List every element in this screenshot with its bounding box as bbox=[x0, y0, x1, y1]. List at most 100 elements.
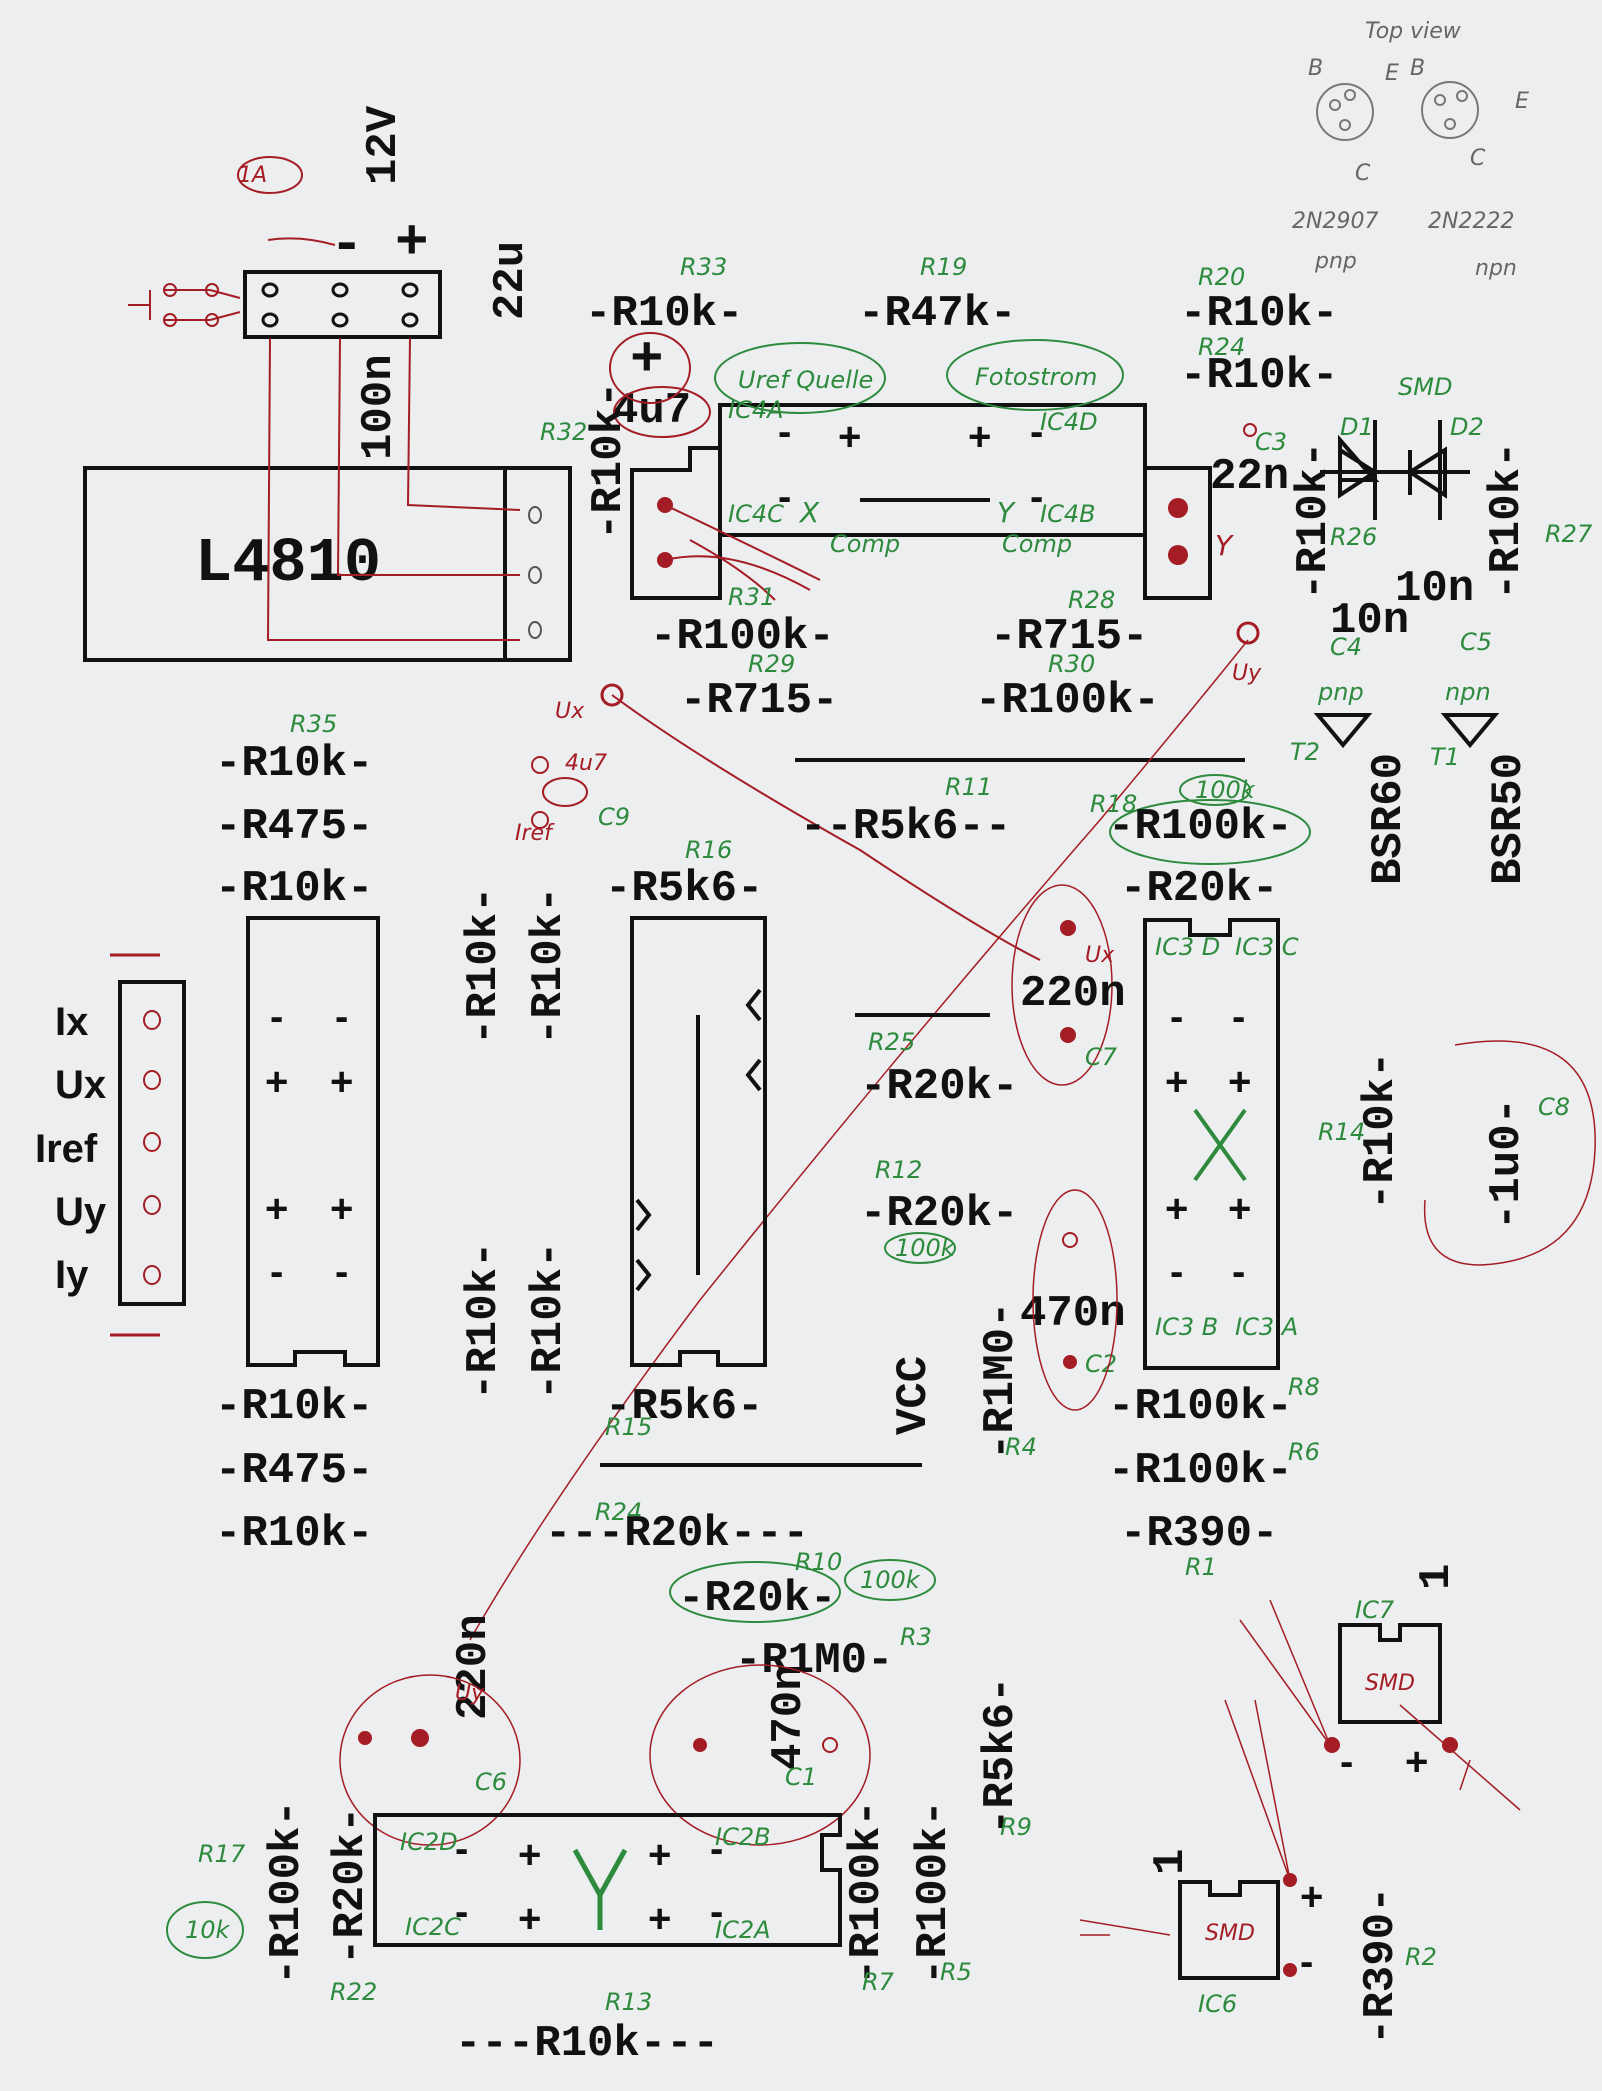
label-r6: R6 bbox=[1288, 1438, 1320, 1466]
resistor-r20-ic3: -R20k- bbox=[1120, 864, 1278, 914]
cap-c6: 220n bbox=[449, 1614, 499, 1720]
cap-c9-value: 4u7 bbox=[565, 751, 607, 776]
label-ic3d: IC3 D bbox=[1155, 933, 1220, 961]
resistor-r24-bottom: ---R20k--- bbox=[545, 1509, 809, 1559]
ic6-plus: + bbox=[1300, 1875, 1323, 1919]
ic5-body bbox=[630, 916, 767, 1367]
cap-4u7-plus: + bbox=[630, 328, 664, 392]
center-resistors: R11 --R5k6-- R18 100k -R100k- -R20k- bbox=[800, 773, 1311, 1017]
resistor-r25: -R20k- bbox=[860, 1062, 1018, 1112]
label-r27: R27 bbox=[1545, 520, 1593, 548]
label-pnp: pnp bbox=[1317, 678, 1364, 706]
pin-iy: Iy bbox=[55, 1253, 89, 1297]
power-input: 12V - + 4u7 22u 100n 1A bbox=[128, 105, 536, 460]
resistor-r14: -R10k- bbox=[1356, 1052, 1406, 1210]
label-r2: R2 bbox=[1405, 1943, 1437, 1971]
pin-ux: Ux bbox=[55, 1063, 106, 1107]
ic2-pin: - bbox=[710, 1827, 723, 1871]
ic3-pin: - bbox=[1232, 995, 1245, 1039]
top-resistors: -R10k- R33 -R47k- R19 -R10k- R20 -R10k- … bbox=[585, 253, 1338, 401]
label-fotostrom: Fotostrom bbox=[975, 363, 1097, 391]
label-smd-diode: SMD bbox=[1398, 373, 1452, 401]
cap-c5: 10n bbox=[1330, 596, 1409, 646]
resistor-r26: -R10k- bbox=[1289, 442, 1339, 600]
resistor-r3: -R1M0- bbox=[735, 1636, 893, 1686]
ic4a-plus: + bbox=[838, 415, 861, 459]
ic1-pin: + bbox=[330, 1060, 353, 1104]
resistor-r16: -R5k6- bbox=[605, 864, 763, 914]
resistor-r28: -R715- bbox=[990, 612, 1148, 662]
label-r14: R14 bbox=[1318, 1118, 1365, 1146]
ic7-minus: - bbox=[1340, 1740, 1353, 1784]
transistor-t2-icon bbox=[1313, 713, 1373, 749]
resistor-r32: -R10k- bbox=[584, 382, 634, 540]
pin-c-label: C bbox=[1355, 161, 1371, 186]
supply-voltage: 12V bbox=[359, 105, 409, 185]
label-r17: R17 bbox=[198, 1840, 246, 1868]
resistor-r10: -R20k- bbox=[678, 1574, 836, 1624]
ic3-pin: - bbox=[1170, 1250, 1183, 1294]
label-r24-bottom: R24 bbox=[595, 1498, 642, 1526]
pin-e-label: E bbox=[1385, 61, 1399, 86]
label-r25: R25 bbox=[868, 1028, 915, 1056]
resistor-r15: -R5k6- bbox=[605, 1382, 763, 1432]
ic4-socket-right bbox=[1143, 466, 1212, 600]
transistor-top-view: Top view B E C B E C 2N2907 2N2222 pnp n… bbox=[1292, 19, 1529, 281]
resistor-v4: -R10k- bbox=[524, 1242, 574, 1400]
label-ic4b: IC4B bbox=[1040, 500, 1096, 528]
pnp-part: 2N2907 bbox=[1292, 209, 1378, 234]
label-ic4a: IC4A bbox=[728, 396, 784, 424]
ic1-body bbox=[246, 916, 380, 1367]
npn-part: 2N2222 bbox=[1428, 209, 1514, 234]
regulator-label: L4810 bbox=[195, 528, 381, 599]
label-ic6: IC6 bbox=[1198, 1990, 1237, 2018]
pin-uy: Uy bbox=[55, 1190, 107, 1234]
vcc-label: VCC bbox=[889, 1356, 939, 1435]
resistor-r2: -R390- bbox=[1356, 1887, 1406, 2045]
resistor-v2: -R10k- bbox=[524, 887, 574, 1045]
ic3-pin: + bbox=[1228, 1060, 1251, 1104]
ic6-body bbox=[1178, 1880, 1280, 1980]
resistor-r11: --R5k6-- bbox=[800, 802, 1011, 852]
resistor-r17: -R100k- bbox=[262, 1800, 312, 1985]
label-ic3c: IC3 C bbox=[1235, 933, 1299, 961]
resistor-r475-top: -R475- bbox=[215, 802, 373, 852]
resistor-r35: -R10k- bbox=[215, 739, 373, 789]
transistor-t1-icon bbox=[1440, 713, 1500, 749]
middle-resistors: -R100k- R31 -R715- R28 -R715- R29 -R100k… bbox=[469, 583, 1262, 1641]
resistor-r12: -R20k- bbox=[860, 1189, 1018, 1239]
label-comp-y: Comp bbox=[1002, 530, 1072, 558]
label-r7: R7 bbox=[862, 1968, 895, 1996]
label-ic2a: IC2A bbox=[715, 1916, 771, 1944]
label-r20: R20 bbox=[1198, 263, 1245, 291]
ic1-pin: + bbox=[265, 1060, 288, 1104]
label-t1: T1 bbox=[1430, 743, 1460, 771]
pin-iref: Iref bbox=[35, 1127, 98, 1171]
label-r28: R28 bbox=[1068, 586, 1115, 614]
label-r1: R1 bbox=[1185, 1553, 1217, 1581]
ic3-x-mark bbox=[1193, 1108, 1247, 1182]
cap-c8: -1u0- bbox=[1482, 1098, 1532, 1230]
ic2-pin: - bbox=[710, 1890, 723, 1934]
ic1-pin: + bbox=[265, 1187, 288, 1231]
cap-c2: 470n bbox=[1020, 1289, 1126, 1339]
ic6-smd-label: SMD bbox=[1205, 1921, 1255, 1946]
ic7-body bbox=[1338, 1623, 1442, 1724]
pin-b-label: B bbox=[1410, 56, 1425, 81]
fuse-note: 1A bbox=[238, 163, 267, 188]
label-c1: C1 bbox=[785, 1763, 817, 1791]
label-d1: D1 bbox=[1340, 413, 1374, 441]
resistor-r24: -R10k- bbox=[1180, 351, 1338, 401]
resistor-r29: -R715- bbox=[680, 676, 838, 726]
label-ic7: IC7 bbox=[1355, 1596, 1395, 1624]
label-r9: R9 bbox=[1000, 1813, 1032, 1841]
ic7-pin1: 1 bbox=[1412, 1564, 1462, 1590]
label-comp-x: Comp bbox=[830, 530, 900, 558]
resistor-r20: -R10k- bbox=[1180, 289, 1338, 339]
label-r24: R24 bbox=[1198, 333, 1245, 361]
npn-outline-icon bbox=[1421, 81, 1479, 139]
connector-body bbox=[118, 980, 186, 1306]
label-c7: C7 bbox=[1085, 1043, 1118, 1071]
ic2-pin: + bbox=[518, 1833, 541, 1877]
